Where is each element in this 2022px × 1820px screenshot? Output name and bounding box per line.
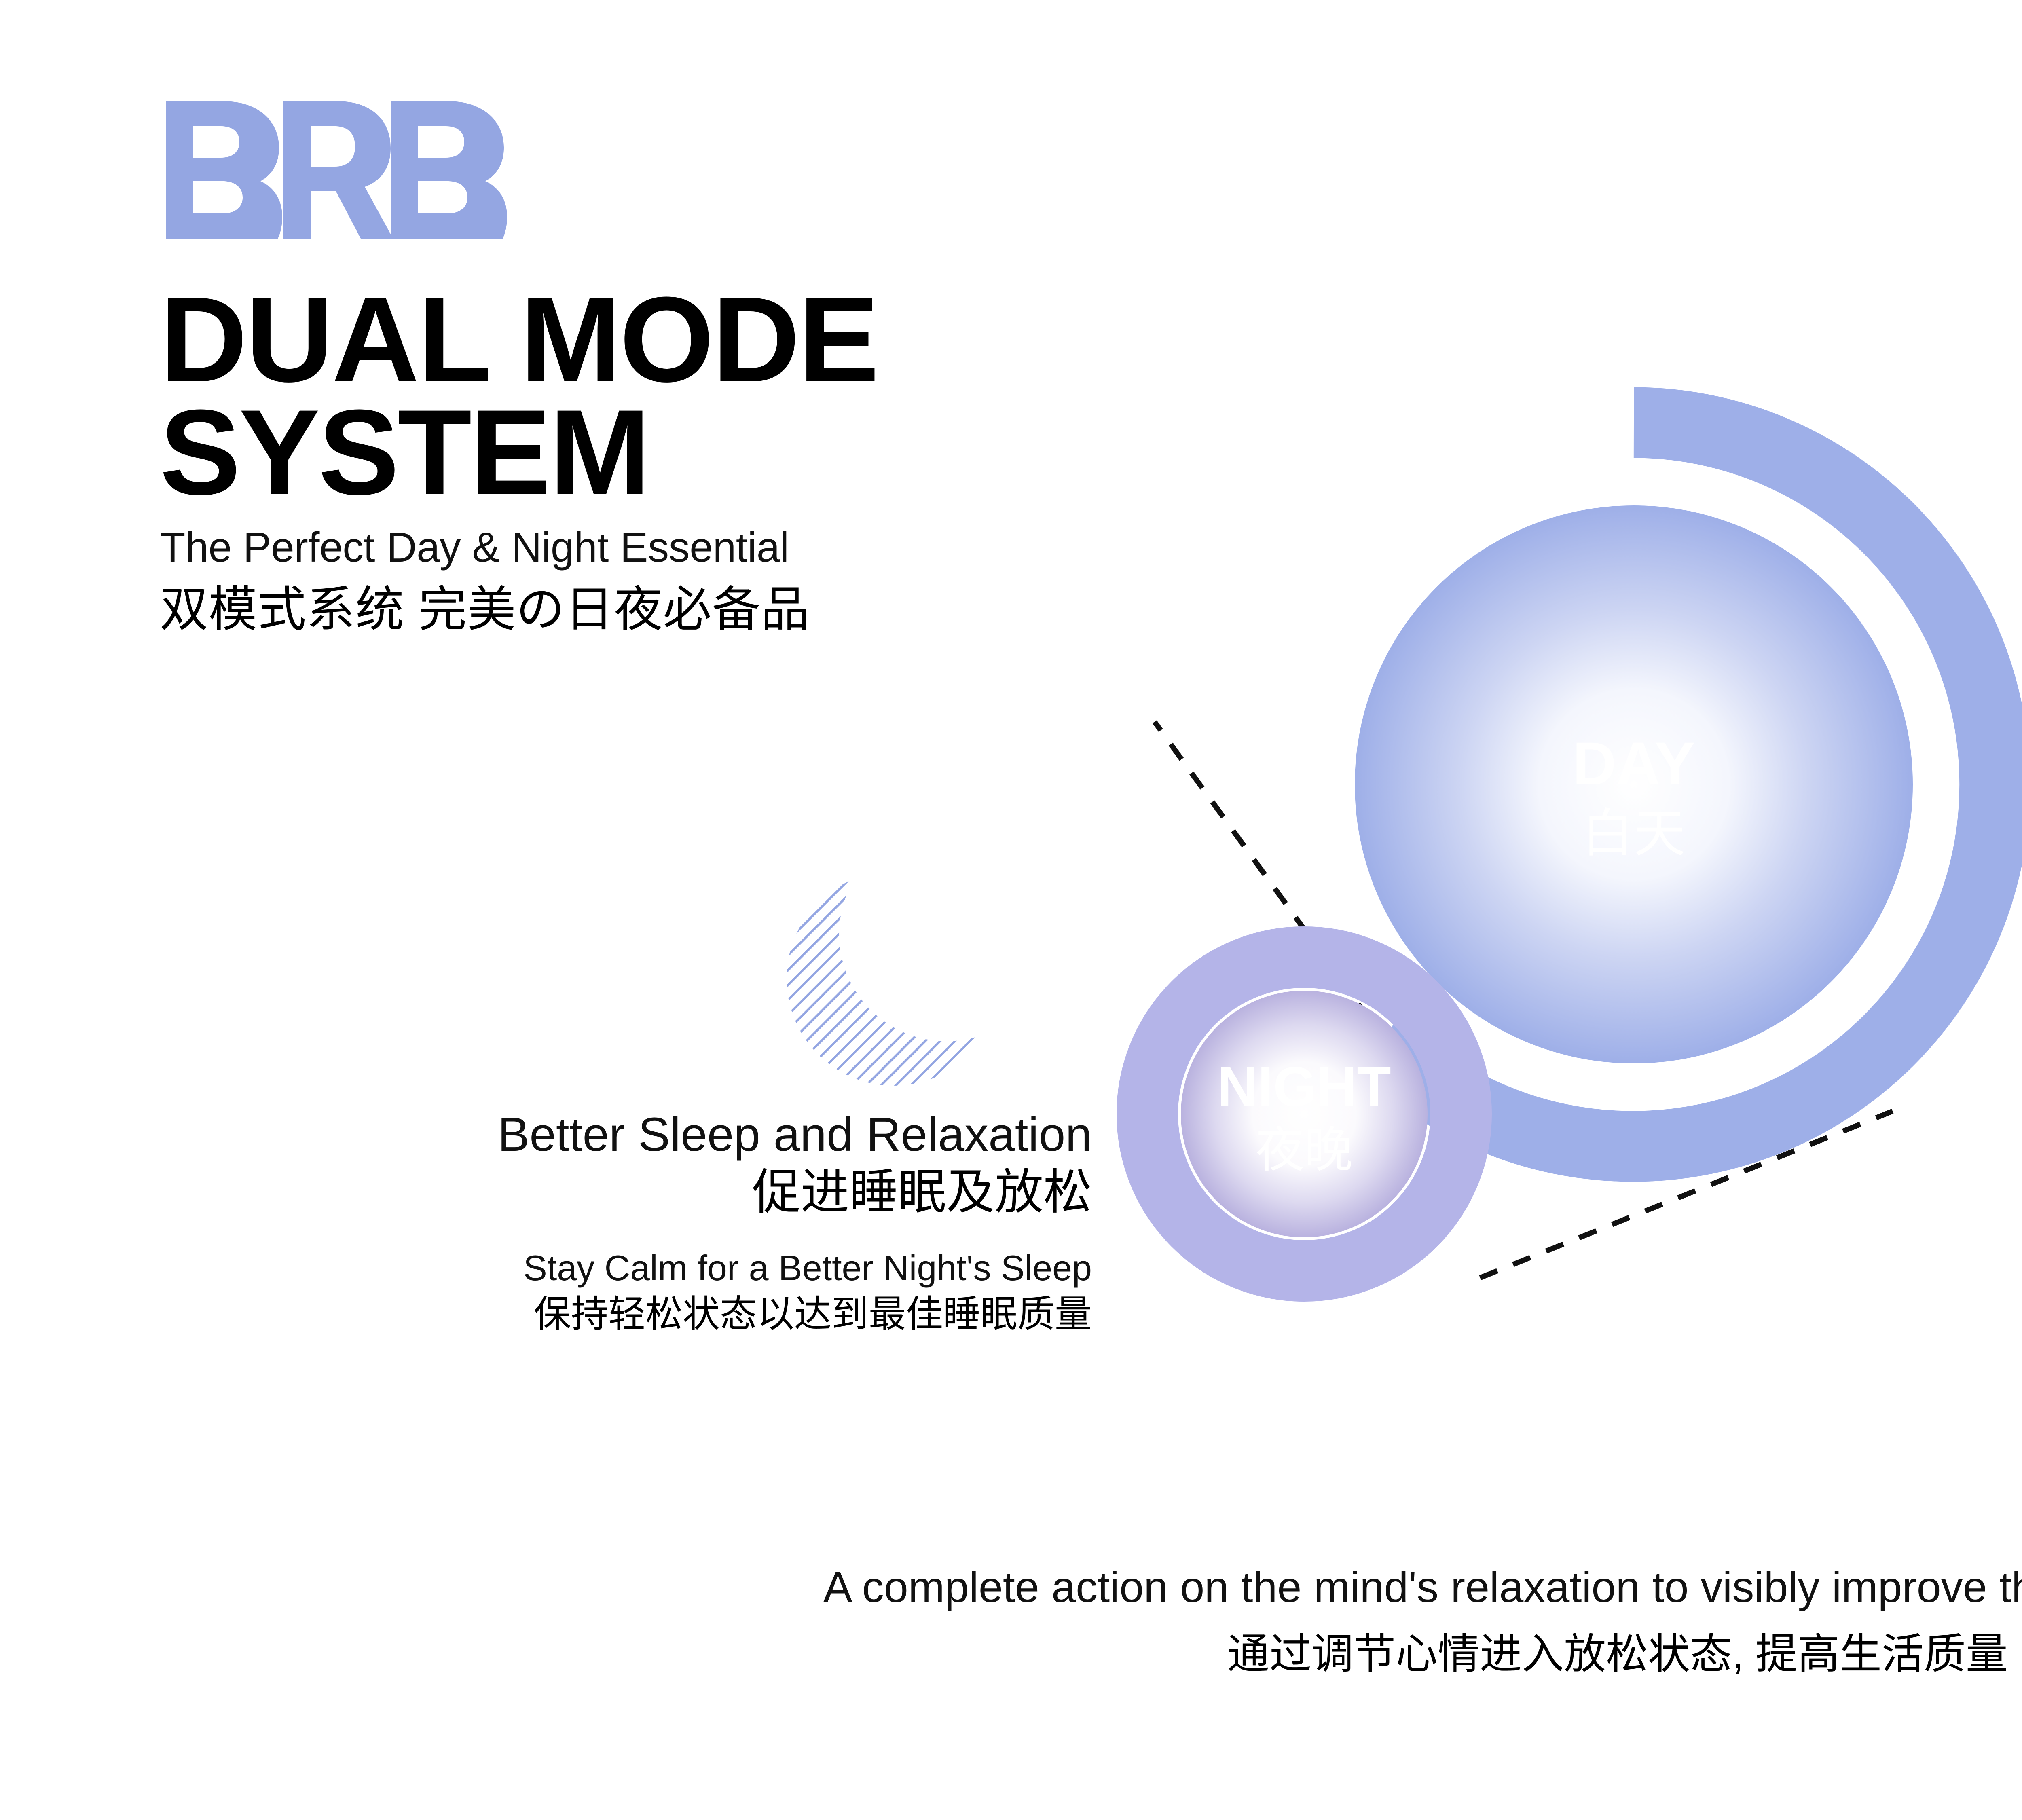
- night-label-cn: 夜晚: [1256, 1123, 1353, 1177]
- footer-tagline-en: A complete action on the mind's relaxati…: [823, 1562, 2022, 1611]
- day-label-cn: 白天: [1582, 805, 1686, 862]
- connector-dashed-lower: [1479, 1108, 1894, 1281]
- headline-subtitle-cn: 双模式系统 完美の日夜必备品: [160, 582, 810, 637]
- page-title: DUAL MODE SYSTEM: [160, 271, 879, 520]
- feature-sleep-body-en: Stay Calm for a Better Night's Sleep: [523, 1248, 1092, 1288]
- day-inner-disc: [1355, 505, 1913, 1063]
- day-label-en: DAY: [1573, 729, 1695, 797]
- day-ring-arc: [1352, 387, 2022, 1182]
- feature-sleep-title-en: Better Sleep and Relaxation: [497, 1108, 1092, 1161]
- feature-sleep: Better Sleep and Relaxation 促进睡眠及放松 Stay…: [121, 1108, 1092, 1337]
- day-night-diagram: DAY 白天 NIGHT 夜晚: [1072, 336, 2022, 1508]
- headline-block: DUAL MODE SYSTEM The Perfect Day & Night…: [160, 271, 1373, 637]
- feature-sleep-title-cn: 促进睡眠及放松: [752, 1165, 1092, 1220]
- headline-subtitle-en: The Perfect Day & Night Essential: [160, 524, 789, 571]
- brb-logo: [162, 97, 526, 243]
- connector-dashed-upper: [1152, 720, 1371, 1021]
- footer-tagline-cn: 通过调节心情进入放松状态, 提高生活质量: [1227, 1630, 2008, 1678]
- footer-tagline: A complete action on the mind's relaxati…: [0, 1561, 2022, 1680]
- product-description: Botanical Beverage Mix Mixed Fruit, Nico…: [1868, 104, 2022, 182]
- night-label-en: NIGHT: [1217, 1056, 1391, 1118]
- product-description-line2: Valerian Root Extract & Ashwagandha Extr…: [1868, 144, 2022, 183]
- product-description-line1: Botanical Beverage Mix Mixed Fruit, Nico…: [1868, 104, 2022, 144]
- night-ring: [1117, 926, 1492, 1302]
- moon-icon: [772, 865, 1031, 1100]
- feature-sleep-body-cn: 保持轻松状态以达到最佳睡眠质量: [533, 1293, 1092, 1335]
- night-inner-disc: [1181, 991, 1428, 1237]
